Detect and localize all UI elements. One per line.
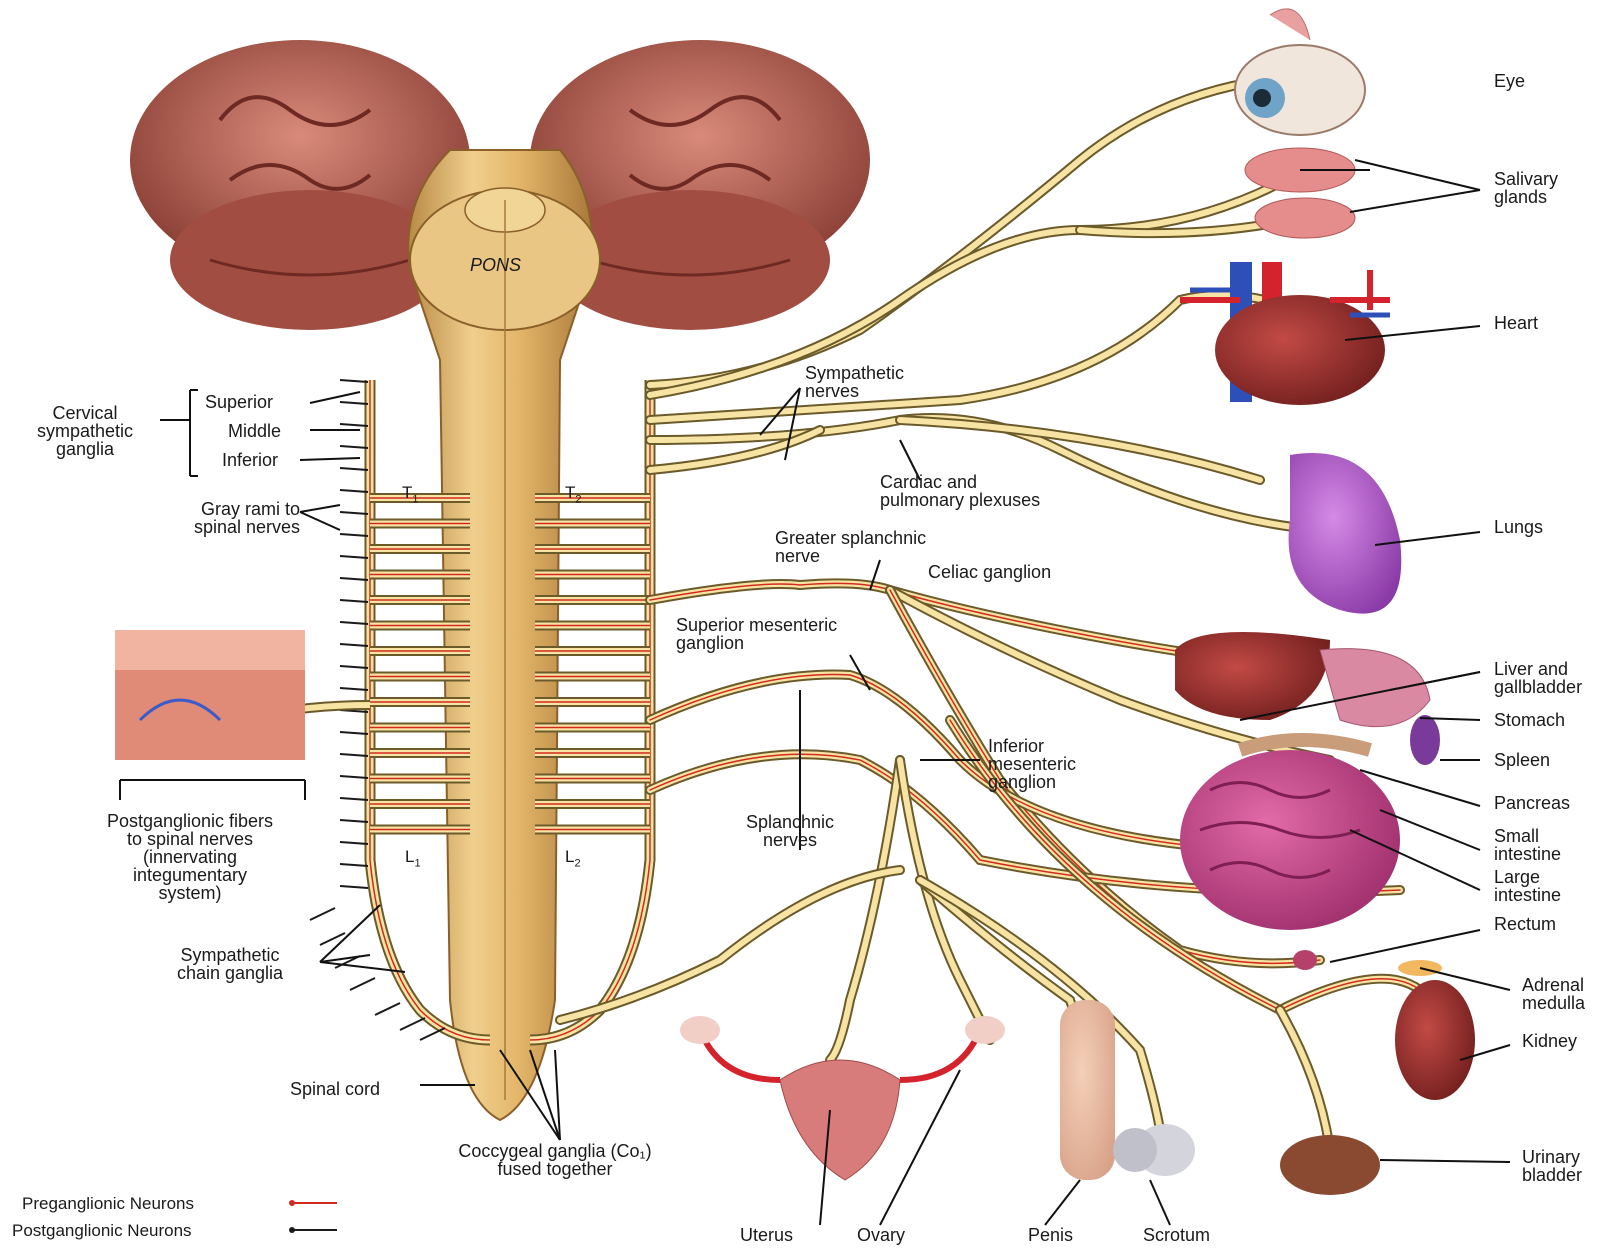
- lungs-organ: [1289, 453, 1402, 614]
- spleen-label: Spleen: [1494, 751, 1550, 769]
- gray-ramus-stub: [400, 1018, 425, 1030]
- pointer-line: [1350, 190, 1480, 212]
- pointer-line: [310, 392, 360, 403]
- scrotum-label: Scrotum: [1143, 1226, 1210, 1244]
- gray-ramus-stub: [350, 978, 375, 990]
- gray-ramus-stub: [340, 402, 368, 404]
- sympathetic-nerves-label: Sympathetic nerves: [805, 364, 904, 400]
- pointer-line: [300, 505, 340, 512]
- eye-label: Eye: [1494, 72, 1525, 90]
- gray-ramus-stub: [340, 556, 368, 558]
- kidney-label: Kidney: [1522, 1032, 1577, 1050]
- gray-ramus-stub: [340, 688, 368, 690]
- urinary-bladder-label: Urinary bladder: [1522, 1148, 1582, 1184]
- coccygeal-ganglia-label: Coccygeal ganglia (Co₁) fused together: [410, 1142, 700, 1178]
- gray-ramus-stub: [340, 820, 368, 822]
- chain-ganglia-label: Sympathetic chain ganglia: [150, 946, 310, 982]
- lungs-label: Lungs: [1494, 518, 1543, 536]
- adrenal-medulla-label: Adrenal medulla: [1522, 976, 1585, 1012]
- segment-l1-label: L1: [405, 848, 421, 872]
- pointer-line: [320, 905, 380, 962]
- gray-ramus-stub: [340, 512, 368, 514]
- segment-t2-label: T2: [565, 484, 582, 508]
- salivary-glands-label: Salivary glands: [1494, 170, 1558, 206]
- digestive-organs: [1175, 632, 1440, 970]
- bladder-nerve-outline: [1280, 1010, 1330, 1150]
- gray-ramus-stub: [340, 424, 368, 426]
- heart-organ: [1180, 262, 1390, 405]
- gray-ramus-stub: [340, 666, 368, 668]
- celiac-ganglion-label: Celiac ganglion: [928, 563, 1051, 581]
- spinal-cord: [408, 150, 600, 1120]
- legend-markers: [289, 1200, 337, 1233]
- gray-ramus-stub: [340, 776, 368, 778]
- large-intestine-label: Large intestine: [1494, 868, 1561, 904]
- cervical-ganglia-label: Cervical sympathetic ganglia: [10, 404, 160, 458]
- gray-ramus-stub: [340, 468, 368, 470]
- pointer-line: [1380, 1160, 1510, 1162]
- stomach-label: Stomach: [1494, 711, 1565, 729]
- inferior-mesenteric-label: Inferior mesenteric ganglion: [988, 737, 1076, 791]
- eye-organ: [1235, 9, 1365, 135]
- superior-mesenteric-label: Superior mesenteric ganglion: [676, 616, 837, 652]
- uterus-label: Uterus: [740, 1226, 793, 1244]
- gray-ramus-stub: [340, 886, 368, 888]
- uterus-nerve-outline: [830, 760, 900, 1060]
- gray-ramus-stub: [340, 380, 368, 382]
- spinal-cord-label: Spinal cord: [290, 1080, 380, 1098]
- middle-ganglion-label: Middle: [228, 422, 281, 440]
- skin-inset: [115, 630, 305, 760]
- gray-ramus-stub: [340, 842, 368, 844]
- gray-rami-label: Gray rami to spinal nerves: [140, 500, 300, 536]
- pointer-line: [300, 458, 360, 460]
- pons-label: PONS: [470, 256, 521, 274]
- gray-ramus-stub: [340, 798, 368, 800]
- ovary-label: Ovary: [857, 1226, 905, 1244]
- legend-postganglionic: Postganglionic Neurons: [12, 1222, 192, 1239]
- gray-ramus-stub: [375, 1003, 400, 1015]
- gray-ramus-stub: [340, 864, 368, 866]
- small-intestine-label: Small intestine: [1494, 827, 1561, 863]
- gray-ramus-stub: [340, 534, 368, 536]
- gray-ramus-stub: [420, 1028, 445, 1040]
- pointer-line: [1045, 1180, 1080, 1225]
- urinary-bladder-organ: [1280, 1135, 1380, 1195]
- gray-ramus-stub: [320, 933, 345, 945]
- penis-scrotum-organ: [1060, 1000, 1195, 1180]
- pointer-line: [1355, 160, 1480, 190]
- gray-ramus-stub: [340, 754, 368, 756]
- pointer-line: [300, 512, 340, 530]
- liver-label: Liver and gallbladder: [1494, 660, 1582, 696]
- gray-ramus-stub: [340, 578, 368, 580]
- superior-ganglion-label: Superior: [205, 393, 273, 411]
- heart-label: Heart: [1494, 314, 1538, 332]
- pancreas-label: Pancreas: [1494, 794, 1570, 812]
- postganglionic-fibers-label: Postganglionic fibers to spinal nerves (…: [70, 812, 310, 902]
- gray-ramus-stub: [310, 908, 335, 920]
- inferior-ganglion-label: Inferior: [222, 451, 278, 469]
- gray-ramus-stub: [340, 732, 368, 734]
- pointer-line: [785, 388, 800, 460]
- greater-splanchnic-label: Greater splanchnic nerve: [775, 529, 926, 565]
- gray-ramus-stub: [340, 600, 368, 602]
- legend-preganglionic: Preganglionic Neurons: [22, 1195, 194, 1212]
- lung-nerve-2: [900, 420, 1260, 480]
- splanchnic-nerves-label: Splanchnic nerves: [725, 813, 855, 849]
- gray-ramus-stub: [340, 622, 368, 624]
- rectum-label: Rectum: [1494, 915, 1556, 933]
- pointer-line: [1330, 930, 1480, 962]
- segment-t1-label: T1: [402, 484, 419, 508]
- gray-ramus-stub: [340, 490, 368, 492]
- gray-ramus-stub: [340, 446, 368, 448]
- segment-l2-label: L2: [565, 848, 581, 872]
- pointer-line: [1150, 1180, 1170, 1225]
- gray-ramus-stub: [340, 644, 368, 646]
- penis-label: Penis: [1028, 1226, 1073, 1244]
- lung-nerve-2-outline: [900, 420, 1260, 480]
- cardiac-plexuses-label: Cardiac and pulmonary plexuses: [880, 473, 1040, 509]
